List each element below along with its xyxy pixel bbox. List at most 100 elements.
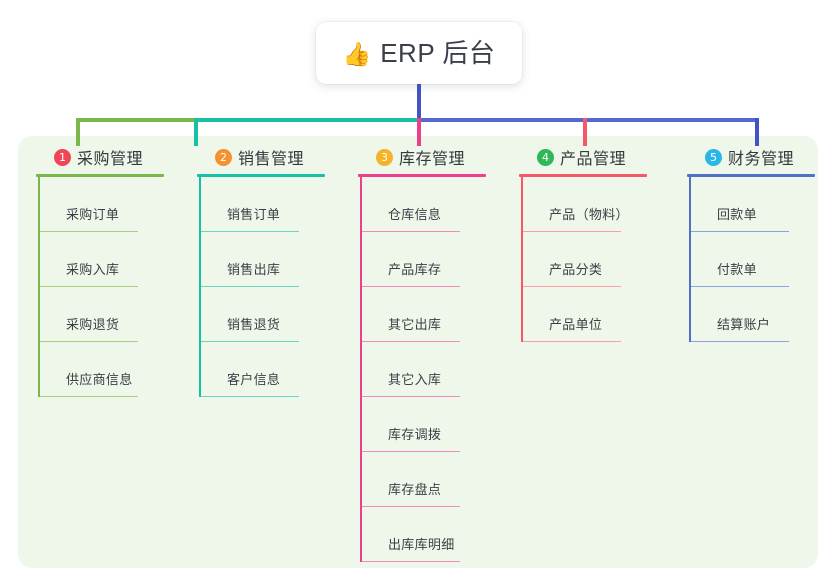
root-title: ERP 后台	[380, 38, 496, 68]
list-item[interactable]: 产品库存	[360, 232, 510, 287]
column-badge: 2	[215, 148, 232, 166]
root-node-card[interactable]: 👍 ERP 后台	[316, 22, 522, 84]
list-item[interactable]: 仓库信息	[360, 177, 510, 232]
list-item-label: 采购退货	[66, 317, 120, 332]
list-item[interactable]: 其它入库	[360, 342, 510, 397]
list-item-rule	[40, 230, 138, 232]
column-header-rule	[687, 174, 815, 177]
list-item-rule	[691, 230, 789, 232]
column-purchasing: 1 采购管理 采购订单 采购入库 采购退货 供应商信息	[36, 146, 188, 397]
list-item[interactable]: 供应商信息	[38, 342, 188, 397]
column-title: 销售管理	[238, 151, 305, 168]
column-items: 产品（物料） 产品分类 产品单位	[519, 177, 671, 342]
list-item[interactable]: 销售订单	[199, 177, 349, 232]
column-title: 财务管理	[728, 151, 795, 168]
list-item[interactable]: 库存盘点	[360, 452, 510, 507]
diagram-background-panel	[18, 136, 818, 568]
list-item-label: 库存盘点	[388, 482, 442, 497]
column-badge: 5	[705, 148, 722, 166]
list-item-rule	[362, 230, 460, 232]
list-item[interactable]: 销售出库	[199, 232, 349, 287]
list-item[interactable]: 库存调拨	[360, 397, 510, 452]
list-item-label: 客户信息	[227, 372, 281, 387]
column-spine	[38, 177, 40, 397]
column-title: 产品管理	[560, 151, 627, 168]
list-item-label: 供应商信息	[66, 372, 133, 387]
list-item[interactable]: 结算账户	[689, 287, 839, 342]
list-item-rule	[523, 230, 621, 232]
list-item-label: 产品单位	[549, 317, 603, 332]
list-item-rule	[40, 395, 138, 397]
column-spine	[521, 177, 523, 342]
list-item[interactable]: 其它出库	[360, 287, 510, 342]
column-header[interactable]: 1 采购管理	[36, 146, 188, 168]
list-item[interactable]: 产品单位	[521, 287, 671, 342]
column-header[interactable]: 2 销售管理	[197, 146, 349, 168]
list-item[interactable]: 客户信息	[199, 342, 349, 397]
column-items: 销售订单 销售出库 销售退货 客户信息	[197, 177, 349, 397]
list-item-rule	[40, 340, 138, 342]
column-items: 仓库信息 产品库存 其它出库 其它入库 库存调拨 库存盘点 出库库明细	[358, 177, 510, 562]
list-item-rule	[691, 285, 789, 287]
list-item[interactable]: 出库库明细	[360, 507, 510, 562]
list-item-label: 销售订单	[227, 207, 281, 222]
list-item-rule	[523, 340, 621, 342]
list-item-rule	[362, 450, 460, 452]
list-item[interactable]: 销售退货	[199, 287, 349, 342]
column-header-rule	[519, 174, 647, 177]
list-item-label: 销售出库	[227, 262, 281, 277]
list-item-label: 库存调拨	[388, 427, 442, 442]
list-item-label: 产品库存	[388, 262, 442, 277]
list-item-label: 产品分类	[549, 262, 603, 277]
list-item[interactable]: 付款单	[689, 232, 839, 287]
column-items: 回款单 付款单 结算账户	[687, 177, 839, 342]
list-item-rule	[691, 340, 789, 342]
column-header[interactable]: 4 产品管理	[519, 146, 671, 168]
list-item-rule	[201, 285, 299, 287]
column-header[interactable]: 5 财务管理	[687, 146, 839, 168]
list-item-label: 其它入库	[388, 372, 442, 387]
column-badge: 4	[537, 148, 554, 166]
column-finance: 5 财务管理 回款单 付款单 结算账户	[687, 146, 839, 342]
list-item-rule	[362, 340, 460, 342]
list-item[interactable]: 回款单	[689, 177, 839, 232]
column-product: 4 产品管理 产品（物料） 产品分类 产品单位	[519, 146, 671, 342]
list-item-label: 仓库信息	[388, 207, 442, 222]
column-title: 库存管理	[399, 151, 466, 168]
column-spine	[360, 177, 362, 562]
list-item-rule	[362, 285, 460, 287]
column-header-rule	[358, 174, 486, 177]
list-item[interactable]: 采购退货	[38, 287, 188, 342]
list-item-rule	[201, 395, 299, 397]
list-item-rule	[362, 505, 460, 507]
list-item-label: 回款单	[717, 207, 757, 222]
list-item-label: 出库库明细	[388, 537, 455, 552]
list-item-rule	[362, 395, 460, 397]
column-items: 采购订单 采购入库 采购退货 供应商信息	[36, 177, 188, 397]
column-sales: 2 销售管理 销售订单 销售出库 销售退货 客户信息	[197, 146, 349, 397]
column-header[interactable]: 3 库存管理	[358, 146, 510, 168]
column-title: 采购管理	[77, 151, 144, 168]
column-badge: 3	[376, 148, 393, 166]
list-item-label: 结算账户	[717, 317, 771, 332]
list-item-label: 付款单	[717, 262, 757, 277]
list-item-label: 采购入库	[66, 262, 120, 277]
list-item[interactable]: 产品（物料）	[521, 177, 671, 232]
list-item-rule	[201, 230, 299, 232]
column-badge: 1	[54, 148, 71, 166]
list-item-label: 销售退货	[227, 317, 281, 332]
column-spine	[689, 177, 691, 342]
list-item[interactable]: 采购订单	[38, 177, 188, 232]
column-spine	[199, 177, 201, 397]
list-item-rule	[40, 285, 138, 287]
list-item[interactable]: 产品分类	[521, 232, 671, 287]
column-header-rule	[197, 174, 325, 177]
list-item-rule	[362, 560, 460, 562]
list-item-rule	[201, 340, 299, 342]
list-item[interactable]: 采购入库	[38, 232, 188, 287]
list-item-label: 采购订单	[66, 207, 120, 222]
column-inventory: 3 库存管理 仓库信息 产品库存 其它出库 其它入库 库存调拨 库存盘点	[358, 146, 510, 562]
list-item-label: 产品（物料）	[549, 207, 629, 222]
list-item-label: 其它出库	[388, 317, 442, 332]
